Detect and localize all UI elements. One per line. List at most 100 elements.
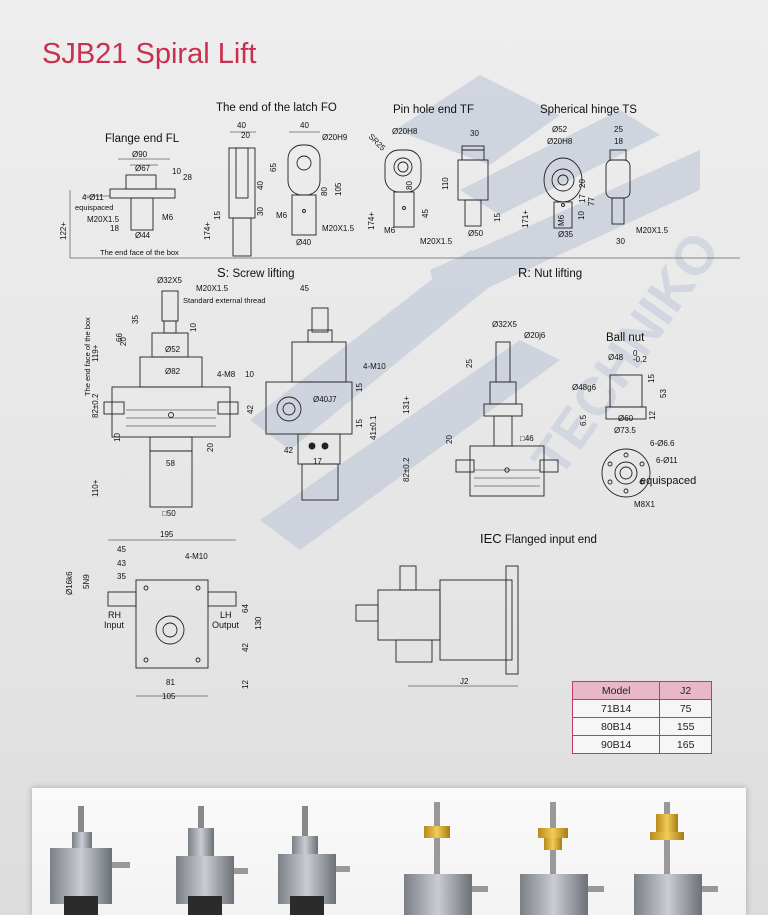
dimension-label-nut: 82±0.2 — [402, 457, 411, 482]
lift-photo-3 — [278, 806, 350, 915]
ball-nut-drawing — [601, 374, 651, 498]
dimension-label-tf: 45 — [421, 209, 430, 218]
table-cell: 165 — [659, 735, 712, 754]
dimension-label-top_view: 5N9 — [82, 574, 91, 589]
screw-lifting-prefix: S: — [217, 265, 230, 280]
dimension-label-fo: 105 — [334, 182, 343, 196]
dimension-label-ball_nut: Ø60 — [618, 414, 634, 423]
dimension-label-ts: Ø35 — [558, 230, 574, 239]
dimension-label-ball_nut: 6.5 — [579, 414, 588, 426]
dimension-label-screw: 42 — [284, 446, 293, 455]
dimension-label-screw: 41±0.1 — [369, 415, 378, 440]
dimension-label-fo: 15 — [213, 211, 222, 220]
dimension-label-screw: 4-M8 — [217, 370, 236, 379]
dimension-label-ts: M6 — [557, 214, 566, 226]
dimension-label-screw: □50 — [162, 509, 176, 518]
dimension-label-screw: 58 — [166, 459, 175, 468]
dimension-label-ts: 25 — [614, 125, 623, 134]
dimension-label-ts: M20X1.5 — [636, 226, 669, 235]
table-cell: 71B14 — [571, 699, 661, 718]
dimension-label-top_view: 43 — [117, 559, 126, 568]
note-standard-thread: Standard external thread — [183, 296, 266, 305]
heading-spherical-hinge: Spherical hinge TS — [540, 104, 637, 116]
dimension-label-top_view: 45 — [117, 545, 126, 554]
dimension-label-top_view: 64 — [241, 604, 250, 613]
dimension-label-fo: 65 — [269, 163, 278, 172]
table-cell: 75 — [659, 699, 712, 718]
table-cell: 155 — [659, 717, 712, 736]
dimension-label-screw: Ø40J7 — [313, 395, 337, 404]
dimension-label-fl: 10 — [172, 167, 181, 176]
dimension-label-tf: Ø20H8 — [392, 127, 418, 136]
dimension-label-top_view: 105 — [162, 692, 176, 701]
dimension-label-tf: 30 — [470, 129, 479, 138]
dimension-label-ts: 10 — [577, 211, 586, 220]
table-row: 71B14 75 — [571, 699, 712, 718]
dimension-label-fl: Ø44 — [135, 231, 151, 240]
lift-photo-5 — [520, 802, 604, 915]
iec-prefix: IEC — [480, 531, 502, 546]
dimension-label-top_view: 4-M10 — [185, 552, 208, 561]
nut-lifting-drawing — [455, 341, 559, 497]
dimension-label-fl: 28 — [183, 173, 192, 182]
dimension-label-screw: 15 — [355, 383, 364, 392]
dimension-label-ts: 18 — [614, 137, 623, 146]
dimension-label-nut: Ø20j6 — [524, 331, 546, 340]
dimension-label-nut: Ø32X5 — [492, 320, 517, 329]
dimension-label-nut: 20 — [445, 435, 454, 444]
dimension-label-ts: Ø52 — [552, 125, 568, 134]
dimension-label-fo: M20X1.5 — [322, 224, 355, 233]
lift-photo-4 — [404, 802, 488, 915]
dimension-label-screw: M20X1.5 — [196, 284, 229, 293]
note-input: Input — [104, 620, 125, 630]
dimension-label-screw: 119+ — [91, 344, 100, 362]
table-header-j2: J2 — [659, 681, 712, 700]
dimension-label-tf: 174+ — [367, 212, 376, 230]
dimension-label-top_view: 12 — [241, 680, 250, 689]
lift-photo-2 — [176, 806, 248, 915]
dimension-label-fo: 80 — [320, 187, 329, 196]
iec-label: Flanged input end — [504, 534, 597, 546]
top-view-drawing — [107, 539, 237, 697]
dimension-label-screw: Ø52 — [165, 345, 181, 354]
dimension-label-nut: 131+ — [402, 396, 411, 414]
table-header-row: Model J2 — [571, 681, 712, 700]
dimension-label-fl: 18 — [110, 224, 119, 233]
dimension-label-fl: M20X1.5 — [87, 215, 120, 224]
dimension-label-fo: 40 — [256, 181, 265, 190]
dimension-label-screw: 66 — [115, 333, 124, 342]
dimension-label-top_view: Ø16k6 — [65, 571, 74, 595]
dimension-label-screw: 10 — [189, 323, 198, 332]
dimension-label-screw: 35 — [131, 315, 140, 324]
table-row: 80B14 155 — [571, 717, 712, 736]
dimension-label-nut: □46 — [520, 434, 534, 443]
dimension-label-fo: 20 — [241, 131, 250, 140]
dimension-label-screw: 45 — [300, 284, 309, 293]
dimension-label-ball_nut: Ø48g6 — [572, 383, 597, 392]
dimension-label-fo: 40 — [300, 121, 309, 130]
dimension-label-iec: J2 — [460, 677, 469, 686]
dimension-label-ball_nut: M8X1 — [634, 500, 655, 509]
dimension-label-tf: 80 — [405, 181, 414, 190]
note-box-face-vertical: The end face of the box — [83, 317, 92, 396]
nut-lifting-label: Nut lifting — [534, 268, 583, 280]
dimension-label-tf: Ø50 — [468, 229, 484, 238]
spherical-hinge-drawing — [543, 149, 631, 229]
note-output: Output — [212, 620, 240, 630]
dimension-label-ball_nut: 0 — [633, 349, 638, 358]
lift-photo-1 — [50, 806, 130, 915]
product-photo-band — [32, 788, 746, 915]
dimension-label-ball_nut: 6-Ø6.6 — [650, 439, 675, 448]
dimension-label-tf: M6 — [384, 226, 396, 235]
dimension-label-fl: Ø90 — [132, 150, 148, 159]
dimension-label-tf: 15 — [493, 213, 502, 222]
dimension-label-top_view: 42 — [241, 643, 250, 652]
dimension-label-ball_nut: 6-Ø11 — [656, 456, 678, 465]
latch-end-drawing — [228, 131, 321, 257]
dimension-label-ball_nut: -0.2 — [633, 355, 647, 364]
table-cell: 90B14 — [571, 735, 661, 754]
dimension-label-ball_nut: 15 — [647, 374, 656, 383]
heading-flange-end: Flange end FL — [105, 133, 180, 145]
